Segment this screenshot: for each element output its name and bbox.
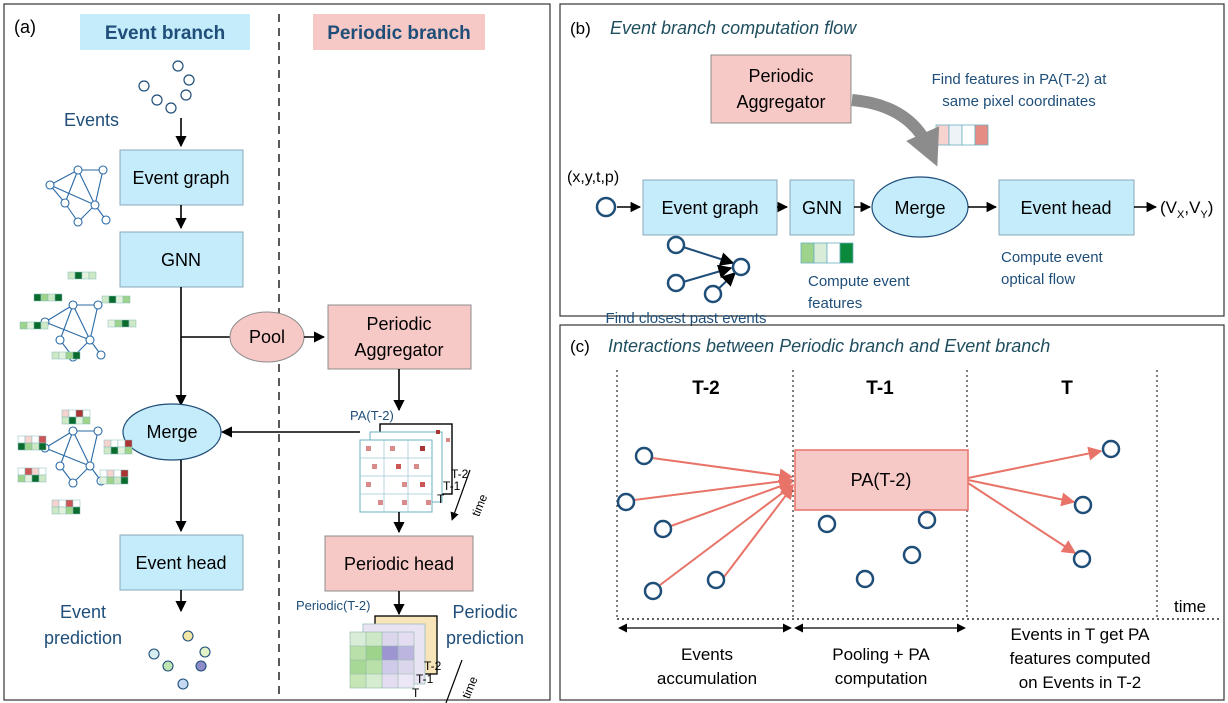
periodic-prediction-line1: Periodic [452,602,517,622]
arrows-pa-to-t [967,446,1103,554]
t-events [1072,439,1121,569]
panel-b-tag: (b) [570,19,591,38]
event-prediction-line2: prediction [44,628,122,648]
b-merge-label: Merge [894,198,945,218]
col-t2-label: T-2 [692,378,719,399]
panel-a-tag: (a) [14,17,36,37]
events-t-line3: on Events in T-2 [1019,673,1142,692]
find-features-line2: same pixel coordinates [942,93,1095,110]
periodic-aggregator-line2: Aggregator [354,340,443,360]
col-t1-label: T-1 [866,378,894,399]
pa-stack-t2: T-2 [451,467,469,481]
closest-events-icon [666,235,751,304]
gray-arrow-aggregator-to-merge [851,94,940,167]
periodic-stack-t: T [412,686,420,700]
b-periodic-aggregator-line1: Periodic [748,66,813,86]
pa-time-label: time [469,492,491,519]
panel-b-frame [559,3,1225,317]
compute-features-line2: features [808,295,862,312]
gnn-box [119,231,244,288]
event-branch-title-bg [80,14,250,50]
pool-line2: computation [835,669,928,688]
panel-c: (c) Interactions between Periodic branch… [559,324,1225,701]
graph-icon-1 [45,165,111,227]
events-scatter [138,60,195,114]
pool-line1: Pooling + PA [832,645,930,664]
pool-label: Pool [249,327,285,347]
periodic-stack-t2: T-2 [424,659,442,673]
b-gnn-box [789,179,855,236]
event-branch-title: Event branch [105,23,225,44]
panel-c-title: Interactions between Periodic branch and… [608,336,1050,356]
time-axis-periodic [445,659,463,703]
compute-flow-line2: optical flow [1001,271,1075,288]
input-event-node [595,196,617,218]
events-label: Events [64,110,119,130]
find-closest-label: Find closest past events [606,310,767,327]
graph-icon-gnn [19,271,137,362]
pa-stack-t1: T-1 [443,479,461,493]
periodic-head-label: Periodic head [344,554,454,574]
pa-label: PA(T-2) [350,408,394,423]
b-event-head-label: Event head [1020,198,1111,218]
find-features-line1: Find features in PA(T-2) at [932,71,1108,88]
gnn-label: GNN [161,250,201,270]
event-prediction-scatter [148,630,211,690]
periodic-aggregator-line1: Periodic [366,314,431,334]
periodic-stack-t1: T-1 [416,672,434,686]
periodic-branch-title: Periodic branch [327,23,471,44]
t2-events [616,446,726,601]
acc-line2: accumulation [657,669,757,688]
panel-b: (b) Event branch computation flow Period… [559,3,1225,327]
merge-label: Merge [146,422,197,442]
col-t-label: T [1061,378,1073,399]
input-label: (x,y,t,p) [567,169,619,186]
panel-b-title: Event branch computation flow [610,18,857,38]
t1-events [817,510,937,589]
panel-a: (a) Event branch Periodic branch Events … [3,3,551,703]
graph-icon-merge [17,409,133,515]
events-t-line1: Events in T get PA [1011,625,1151,644]
periodic-t2-label: Periodic(T-2) [296,598,370,613]
b-event-graph-box [642,179,778,236]
b-periodic-aggregator-box [710,54,852,124]
merge-node [122,403,222,461]
c-pa-label: PA(T-2) [851,470,912,490]
pa-stack-t: T [437,492,445,506]
b-gnn-label: GNN [802,198,842,218]
periodic-prediction-grid [349,615,438,689]
events-t-line2: features computed [1010,649,1151,668]
compute-flow-line1: Compute event [1001,249,1104,266]
event-graph-label: Event graph [132,168,229,188]
acc-line1: Events [681,645,733,664]
time-axis-pa [450,469,471,521]
event-head-label: Event head [135,553,226,573]
event-feature-vector-icon [800,242,854,264]
event-head-box [119,534,244,591]
periodic-time-label: time [459,674,481,701]
event-graph-box [119,149,244,206]
periodic-prediction-line2: prediction [446,628,524,648]
c-time-label: time [1174,597,1206,616]
c-pa-box [794,449,969,511]
panel-a-frame [3,3,551,701]
panel-c-frame [559,324,1225,701]
panel-c-tag: (c) [570,337,590,356]
b-event-graph-label: Event graph [661,198,758,218]
arrows-t2-to-pa [633,457,795,586]
pa-grid-stack [359,423,453,513]
output-velocity-label: (VX,VY) [1160,198,1213,221]
event-prediction-line1: Event [60,602,106,622]
periodic-branch-title-bg [313,14,485,50]
b-event-head-box [998,179,1135,236]
compute-features-line1: Compute event [808,273,911,290]
periodic-head-box [324,535,474,592]
b-periodic-aggregator-line2: Aggregator [736,92,825,112]
pa-feature-vector-icon [935,124,989,146]
